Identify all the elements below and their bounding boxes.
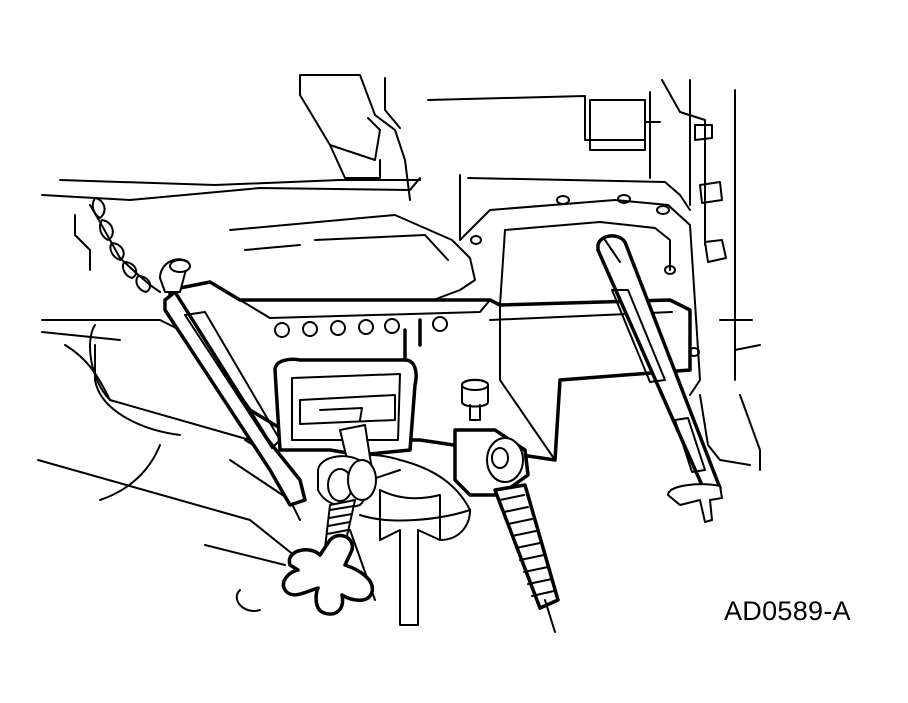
right-screw-assembly [453, 378, 560, 633]
left-screw-handle [281, 424, 377, 616]
jack-post [319, 453, 471, 626]
adjustment-holes [274, 316, 448, 338]
transmission-housing [41, 74, 761, 471]
center-saddle [273, 357, 418, 457]
transmission-jack-adapter [159, 234, 723, 523]
figure-code-label: AD0589-A [724, 596, 851, 626]
chain [89, 197, 161, 293]
